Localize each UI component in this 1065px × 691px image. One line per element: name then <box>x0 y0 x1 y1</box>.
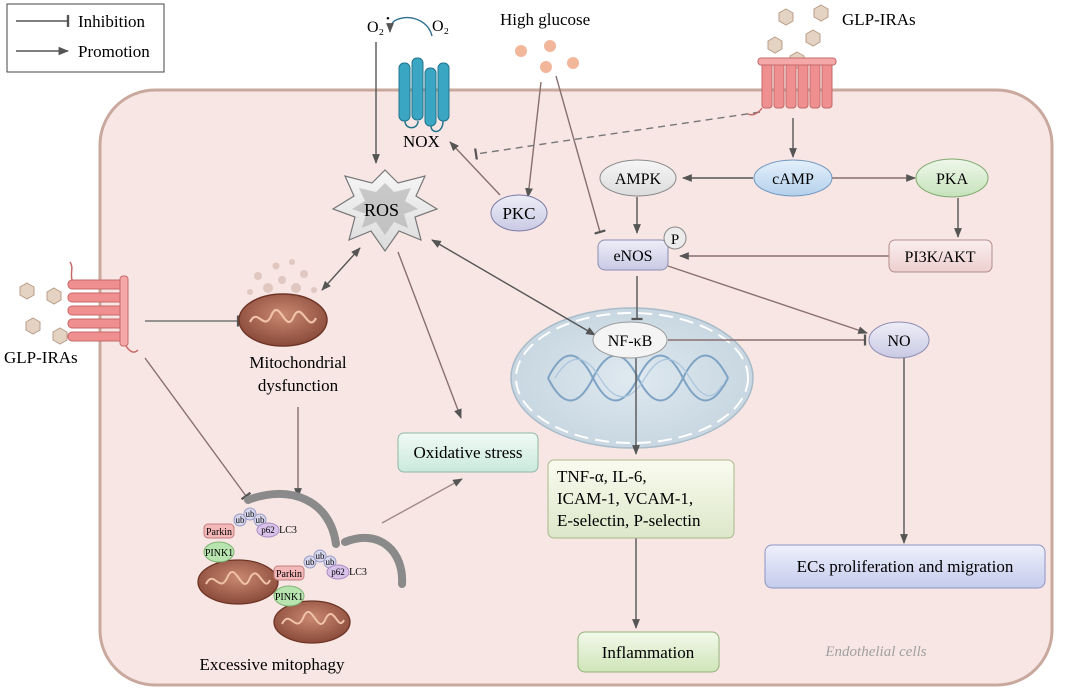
dna-helix <box>547 354 729 402</box>
pink1-label-1: PINK1 <box>205 548 233 559</box>
glp-receptor-top <box>747 57 837 116</box>
phospho-label: P <box>671 232 679 248</box>
lc3-label-2: LC3 <box>349 567 367 578</box>
ub-label-1b: ub <box>246 509 256 519</box>
p62-label-2: p62 <box>331 567 345 577</box>
connectors <box>144 17 962 629</box>
ub-label-2c: ub <box>326 557 336 567</box>
ros-label: ROS <box>364 200 399 220</box>
ub-label-2b: ub <box>316 551 326 561</box>
pi3k-label: PI3K/AKT <box>904 249 975 266</box>
nox-label: NOX <box>403 132 440 151</box>
endothelial-cells-label: Endothelial cells <box>824 644 926 660</box>
glp-top-label: GLP-IRAs <box>842 10 916 29</box>
pink1-label-2: PINK1 <box>275 592 303 603</box>
ros-node: ROS <box>331 169 439 253</box>
nox-channel <box>398 57 450 133</box>
inhibit-glp-mitophagy <box>144 357 252 501</box>
nfkb-node: NF-κB <box>592 321 668 359</box>
damaged-mitochondrion <box>238 259 328 347</box>
mito-dysfunction-line1: Mitochondrial <box>249 353 347 372</box>
inflammation-label: Inflammation <box>602 643 695 662</box>
glp-particles-left <box>19 282 68 345</box>
legend-inhibition-label: Inhibition <box>78 12 146 31</box>
inhibit-glucose-enos <box>555 75 606 235</box>
o2-radical-label: O₂ <box>367 19 384 36</box>
o2-radical-superscript: • <box>386 13 390 25</box>
arrow-pkc-nox <box>449 141 501 196</box>
parkin-label-2: Parkin <box>276 569 302 580</box>
excessive-mitophagy-label: Excessive mitophagy <box>200 655 345 674</box>
no-label: NO <box>887 333 910 350</box>
pka-label: PKA <box>936 171 968 188</box>
inflammation-box: Inflammation <box>577 631 720 673</box>
arrow-o2-cycle <box>386 17 433 37</box>
mitophagy-illustration: Parkin PINK1 ub ub ub p62 LC3 Parkin PIN… <box>197 489 407 644</box>
cytokines-line2: ICAM-1, VCAM-1, <box>557 489 693 508</box>
oxidative-stress-box: Oxidative stress <box>397 432 539 473</box>
ub-label-1a: ub <box>236 515 246 525</box>
pkc-label: PKC <box>502 204 535 223</box>
pi3k-node: PI3K/AKT <box>888 239 993 273</box>
ecs-label: ECs proliferation and migration <box>797 557 1014 576</box>
arrow-ros-mito <box>321 247 361 291</box>
high-glucose-label: High glucose <box>500 10 590 29</box>
o2-label: O₂ <box>432 18 449 35</box>
lc3-label-1: LC3 <box>279 525 297 536</box>
arrow-ros-nfkb <box>431 239 596 336</box>
phospho-badge <box>663 226 687 250</box>
nucleus <box>510 307 754 449</box>
no-node: NO <box>868 321 930 359</box>
parkin-label-1: Parkin <box>206 527 232 538</box>
camp-label: cAMP <box>772 171 814 188</box>
glp-receptor-left <box>67 261 139 353</box>
mito-dysfunction-line2: dysfunction <box>258 376 339 395</box>
arrow-mitophagy-oxidative <box>381 478 463 524</box>
legend: Inhibition Promotion <box>6 3 165 73</box>
pkc-node: PKC <box>490 194 548 232</box>
ampk-node: AMPK <box>599 159 677 197</box>
enos-label: eNOS <box>613 248 652 265</box>
camp-node: cAMP <box>753 159 833 197</box>
ub-label-1c: ub <box>256 515 266 525</box>
glucose-particles <box>515 40 579 73</box>
glp-left-label: GLP-IRAs <box>4 348 78 367</box>
ub-label-2a: ub <box>306 557 316 567</box>
legend-promotion-label: Promotion <box>78 42 150 61</box>
arrow-glucose-pkc <box>525 81 542 198</box>
pka-node: PKA <box>915 158 989 198</box>
arrow-ros-oxidative <box>397 251 462 419</box>
p62-label-1: p62 <box>261 525 275 535</box>
arrow-enos-no <box>667 265 868 334</box>
ampk-label: AMPK <box>615 171 662 188</box>
cytokines-line3: E-selectin, P-selectin <box>557 511 701 530</box>
enos-node: eNOS P <box>597 226 687 271</box>
oxidative-stress-label: Oxidative stress <box>413 443 522 462</box>
nfkb-label: NF-κB <box>608 333 653 350</box>
cytokines-box: TNF-α, IL-6, ICAM-1, VCAM-1, E-selectin,… <box>547 459 735 539</box>
ecs-box: ECs proliferation and migration <box>764 544 1046 589</box>
cytokines-line1: TNF-α, IL-6, <box>557 467 647 486</box>
